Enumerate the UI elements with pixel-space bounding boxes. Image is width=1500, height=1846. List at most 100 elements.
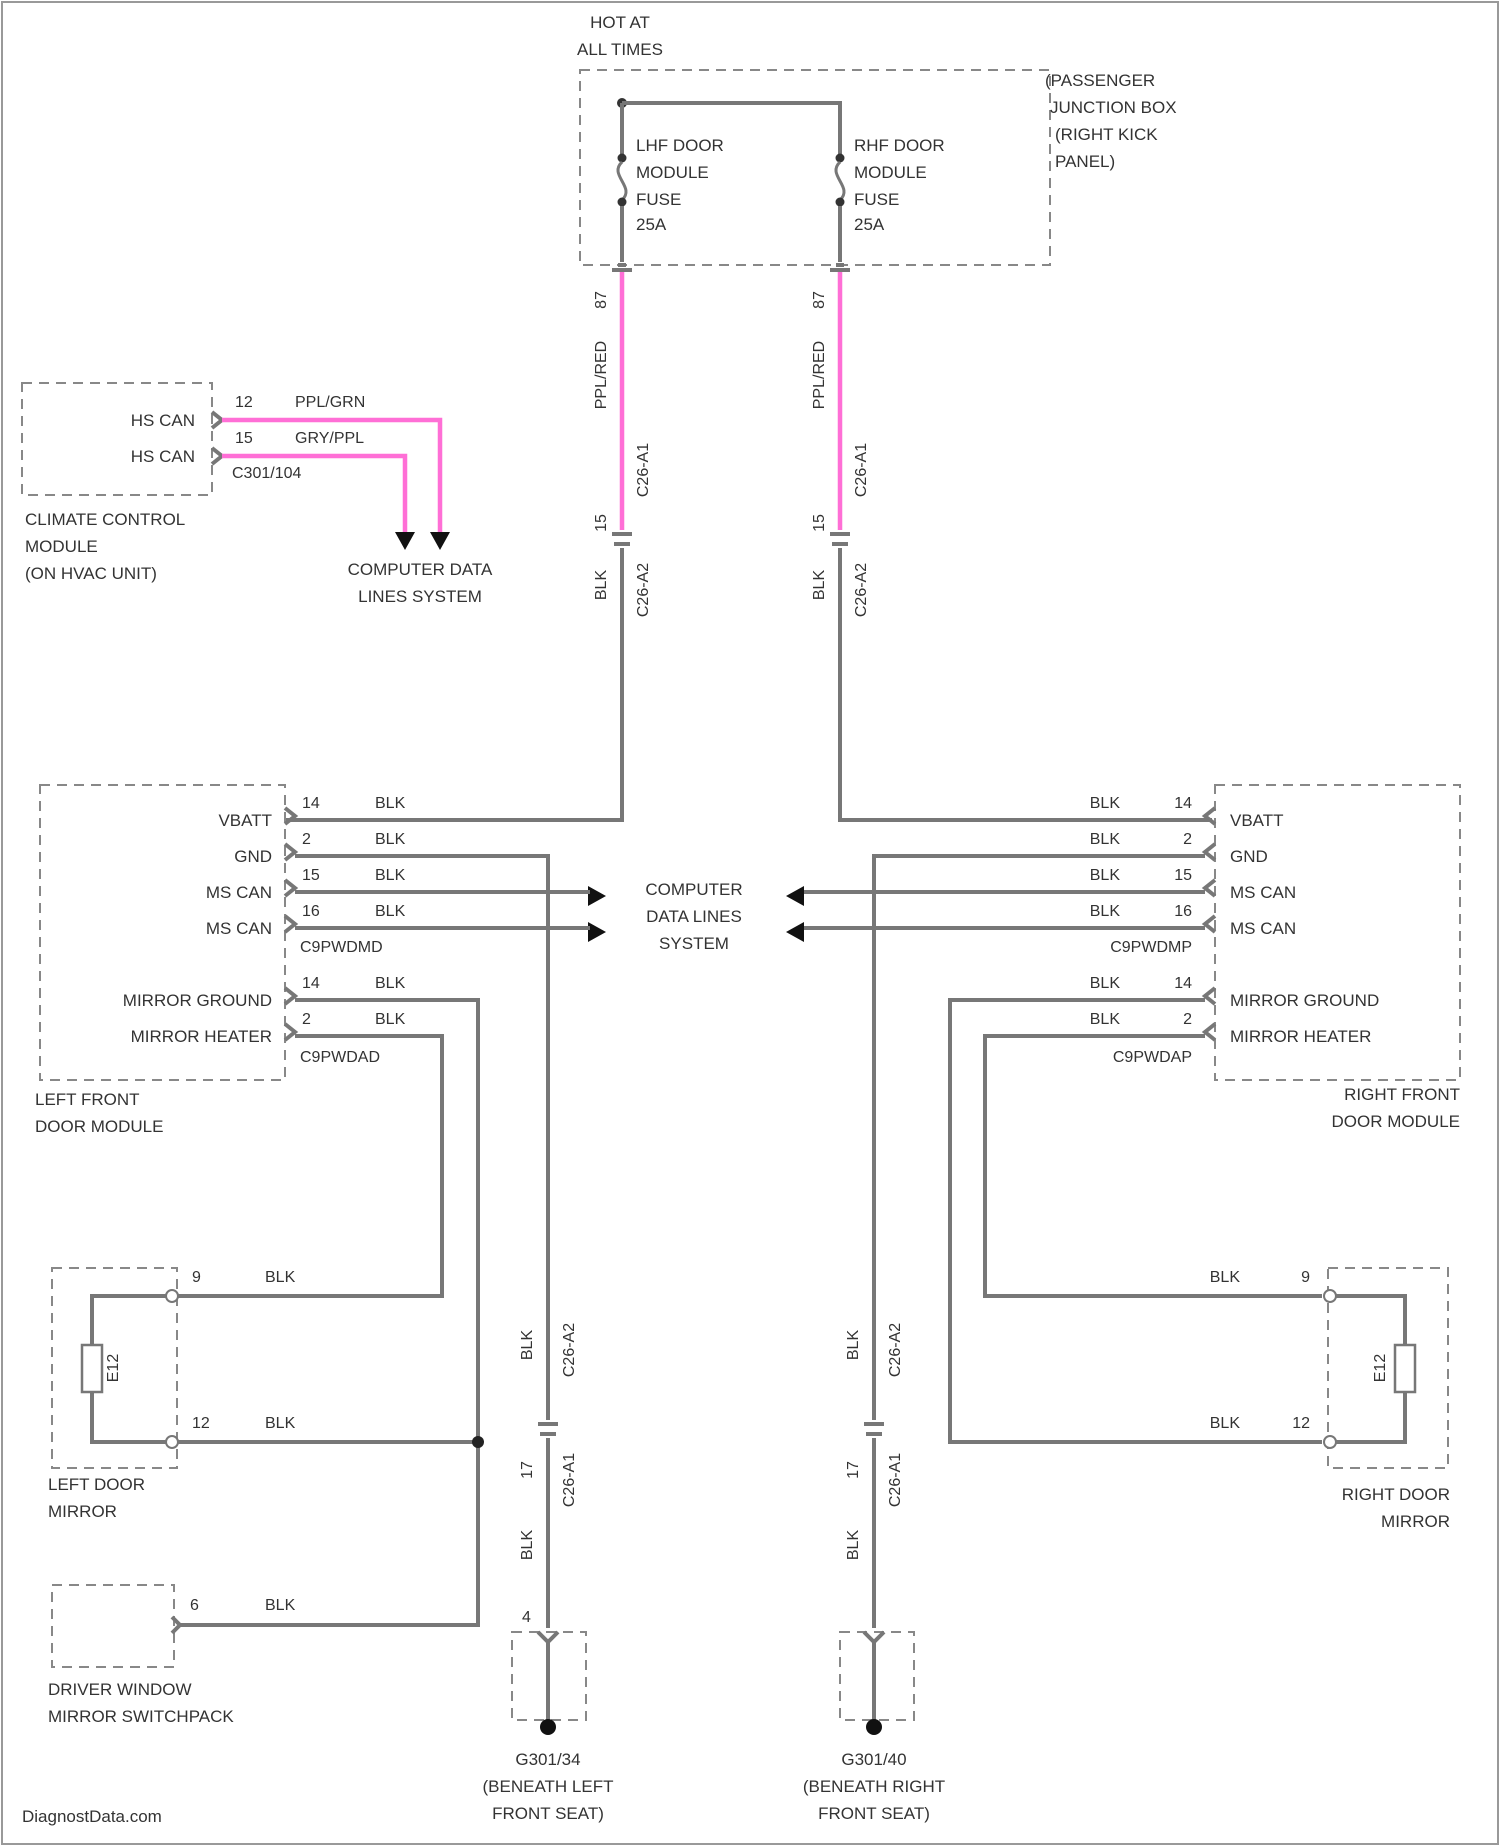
- left-ground-conn-low: C26-A1: [561, 1453, 578, 1507]
- right-color-4: BLK: [1090, 903, 1121, 920]
- data-lines-center-1: COMPUTER: [645, 880, 742, 899]
- data-lines-top-2: LINES SYSTEM: [358, 587, 482, 606]
- right-mirror-heater-signal: MIRROR HEATER: [1230, 1027, 1371, 1046]
- data-lines-center-3: SYSTEM: [659, 934, 729, 953]
- left-signal-gnd: GND: [234, 847, 272, 866]
- right-vbatt-wire: [840, 548, 1212, 820]
- left-pin-1: 14: [302, 795, 320, 812]
- left-module-name-1: LEFT FRONT: [35, 1090, 140, 1109]
- left-ground-pin-mid: 17: [519, 1461, 536, 1479]
- fuse-terminal: [836, 198, 845, 207]
- right-mirror-ground-wire: [950, 1000, 1322, 1442]
- connector-mark: [864, 1424, 884, 1434]
- right-mirror-color-1: BLK: [1090, 975, 1121, 992]
- feed-color: PPL/RED: [811, 341, 828, 409]
- left-color-3: BLK: [375, 867, 406, 884]
- data-lines-top-1: COMPUTER DATA: [348, 560, 493, 579]
- right-ground-name-2: (BENEATH RIGHT: [803, 1777, 945, 1796]
- right-ground-color-low: BLK: [845, 1530, 862, 1561]
- left-mirror-color-1: BLK: [375, 975, 406, 992]
- right-module-name-1: RIGHT FRONT: [1344, 1085, 1460, 1104]
- fuse-terminal: [618, 154, 627, 163]
- left-ground-color-up: BLK: [519, 1330, 536, 1361]
- rhf-fuse-label-1: RHF DOOR: [854, 136, 945, 155]
- right-ground-name-3: FRONT SEAT): [818, 1804, 930, 1823]
- left-ground-name-2: (BENEATH LEFT: [483, 1777, 614, 1796]
- arrow-right-icon: [588, 886, 606, 942]
- climate-pin-2: 15: [235, 430, 253, 447]
- left-ground-pin-bottom: 4: [522, 1609, 531, 1626]
- left-color-2: BLK: [375, 831, 406, 848]
- right-color-1: BLK: [1090, 795, 1121, 812]
- climate-name-2: MODULE: [25, 537, 98, 556]
- junction-box-label-4: PANEL): [1055, 152, 1115, 171]
- data-lines-arrow-icon: [395, 532, 450, 550]
- right-mirror-pin-marker: [1324, 1436, 1336, 1448]
- feed-pin: 87: [811, 291, 828, 309]
- right-module-name-2: DOOR MODULE: [1332, 1112, 1460, 1131]
- left-color-1: BLK: [375, 795, 406, 812]
- feed-mid-pin: 15: [811, 514, 828, 532]
- right-connector-1: C9PWDMP: [1110, 939, 1192, 956]
- right-signal-vbatt: VBATT: [1230, 811, 1284, 830]
- right-ground-conn-low: C26-A1: [887, 1453, 904, 1507]
- right-connector-2: C9PWDAP: [1113, 1049, 1192, 1066]
- rhf-fuse: RHF DOOR MODULE FUSE 25A: [836, 136, 945, 262]
- right-connector-mark: [1205, 808, 1215, 932]
- right-mirror-pin-12: 12: [1292, 1415, 1310, 1432]
- right-mirror-pin-2: 2: [1183, 1011, 1192, 1028]
- left-ground-name-3: FRONT SEAT): [492, 1804, 604, 1823]
- right-signal-mscan-1: MS CAN: [1230, 883, 1296, 902]
- climate-color-1: PPL/GRN: [295, 394, 365, 411]
- junction-box-label-3: (RIGHT KICK: [1055, 125, 1158, 144]
- left-front-door-module: VBATT GND MS CAN MS CAN 14 2 15 16 BLK B…: [35, 785, 590, 1625]
- right-mirror-connector-mark: [1205, 988, 1215, 1040]
- left-mirror-heater-wire: [178, 1036, 442, 1296]
- right-ground-name-1: G301/40: [841, 1750, 906, 1769]
- fuse-terminal: [618, 198, 627, 207]
- connector-mark: [538, 1424, 558, 1434]
- right-mirror-name-1: RIGHT DOOR: [1342, 1485, 1450, 1504]
- left-connector-1: C9PWDMD: [300, 939, 383, 956]
- lhf-fuse-label-4: 25A: [636, 215, 667, 234]
- left-mirror-pin-12: 12: [192, 1415, 210, 1432]
- connector-mark: [612, 265, 632, 270]
- right-mirror-color-9: BLK: [1210, 1269, 1241, 1286]
- left-mirror-pin-marker: [166, 1436, 178, 1448]
- left-mirror-ground-wire: [178, 1000, 478, 1625]
- left-mirror-name-2: MIRROR: [48, 1502, 117, 1521]
- left-connector-mark: [285, 808, 295, 932]
- connector-mark: [864, 1632, 884, 1642]
- arrow-left-icon: [786, 886, 804, 942]
- right-mirror-pin-marker: [1324, 1290, 1336, 1302]
- right-pin-2: 2: [1183, 831, 1192, 848]
- junction-box-section: HOT AT ALL TIMES (PASSENGER JUNCTION BOX…: [577, 13, 1177, 265]
- feed-mid-pin: 15: [593, 514, 610, 532]
- climate-signal-2: HS CAN: [131, 447, 195, 466]
- feed-low-color: BLK: [593, 570, 610, 601]
- fuse-symbol: [618, 162, 626, 200]
- rhf-fuse-label-4: 25A: [854, 215, 885, 234]
- watermark: DiagnostData.com: [22, 1807, 162, 1826]
- left-door-mirror: E12 9 12 BLK BLK LEFT DOOR MIRROR: [48, 1268, 484, 1521]
- center-data-lines: COMPUTER DATA LINES SYSTEM: [588, 880, 804, 953]
- feed-low-color: BLK: [811, 570, 828, 601]
- hot-label-1: HOT AT: [590, 13, 650, 32]
- ground-icon: [866, 1719, 882, 1735]
- left-color-4: BLK: [375, 903, 406, 920]
- right-mirror-color-2: BLK: [1090, 1011, 1121, 1028]
- ground-icon: [540, 1719, 556, 1735]
- data-lines-center-2: DATA LINES: [646, 907, 742, 926]
- left-mirror-heater-signal: MIRROR HEATER: [131, 1027, 272, 1046]
- climate-outline: [22, 383, 212, 495]
- rhf-fuse-label-2: MODULE: [854, 163, 927, 182]
- left-mirror-color-2: BLK: [375, 1011, 406, 1028]
- rhf-fuse-label-3: FUSE: [854, 190, 899, 209]
- junction-box-label-2: JUNCTION BOX: [1050, 98, 1177, 117]
- left-heater-element-label: E12: [105, 1354, 122, 1383]
- left-mirror-ground-signal: MIRROR GROUND: [123, 991, 272, 1010]
- left-pin-4: 16: [302, 903, 320, 920]
- junction-box-label-1: (PASSENGER: [1045, 71, 1155, 90]
- climate-name-1: CLIMATE CONTROL: [25, 510, 185, 529]
